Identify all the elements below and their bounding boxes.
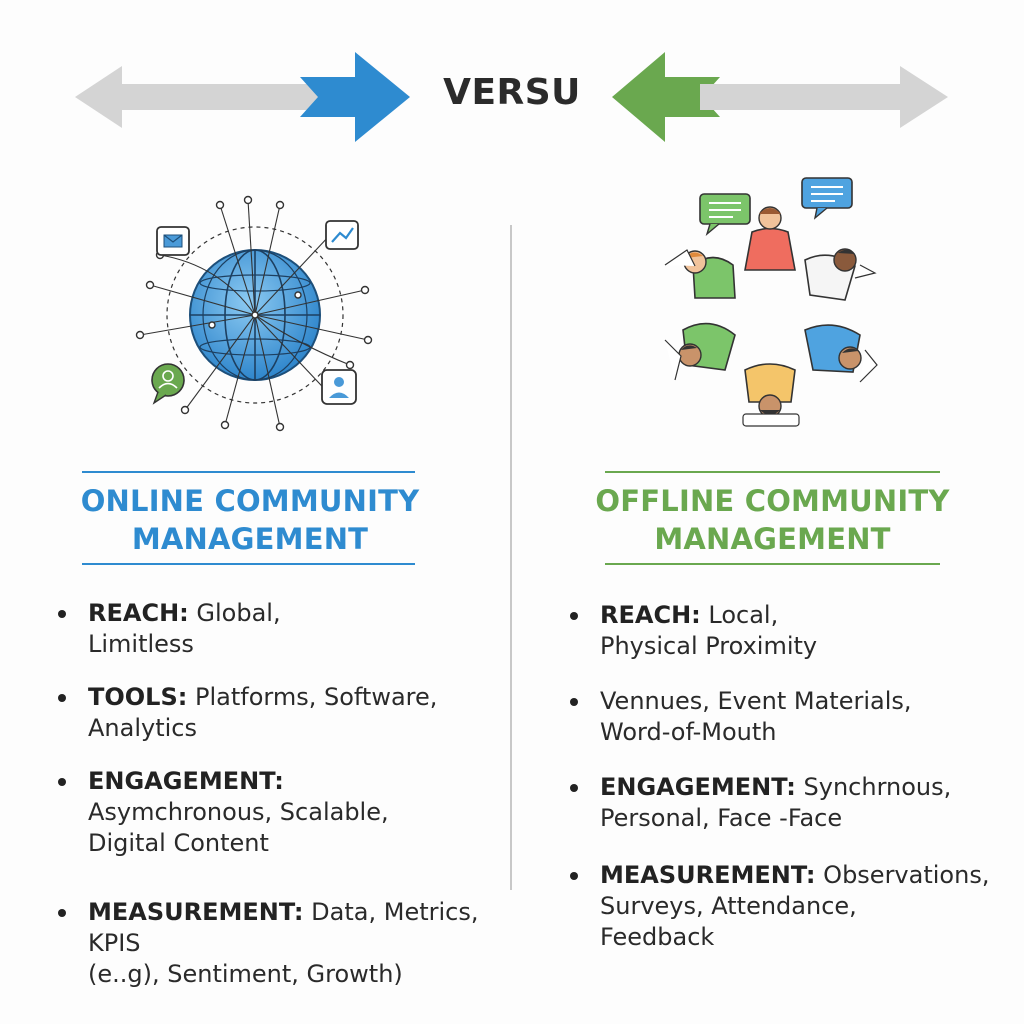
online-title: ONLINE COMMUNITY MANAGEMENT (60, 482, 440, 558)
offline-measurement-text-3: Feedback (600, 923, 715, 951)
globe-network-icon (135, 195, 373, 432)
list-item: ENGAGEMENT: Synchrnous, Personal, Face -… (570, 772, 1010, 834)
chart-icon (325, 220, 359, 250)
speech-bubble-icon (699, 193, 751, 237)
online-reach-label: REACH: (88, 599, 189, 627)
center-divider (510, 225, 512, 890)
people-circle-icon (664, 177, 878, 427)
offline-title-line2: MANAGEMENT (654, 522, 891, 556)
mail-icon (156, 226, 190, 256)
online-measurement-text: Data, Metrics, KPIS (88, 898, 479, 957)
online-measurement-label: MEASUREMENT: (88, 898, 304, 926)
offline-reach-text-2: Physical Proximity (600, 632, 818, 660)
online-measurement-text-2: (e..g), Sentiment, Growth) (88, 960, 403, 988)
online-title-rule-top (82, 471, 415, 473)
offline-reach-label: REACH: (600, 601, 701, 629)
header-arrows (75, 52, 948, 142)
list-item: TOOLS: Platforms, Software, Analytics (58, 682, 508, 744)
offline-list: REACH: Local, Physical Proximity Vennues… (570, 600, 1010, 953)
list-item: REACH: Global, Limitless (58, 598, 508, 660)
list-item: MEASUREMENT: Observations, Surveys, Atte… (570, 860, 1010, 953)
right-blue-arrow-icon (300, 52, 410, 142)
online-title-line2: MANAGEMENT (131, 522, 369, 556)
online-tools-label: TOOLS: (88, 683, 188, 711)
list-item: REACH: Local, Physical Proximity (570, 600, 1010, 662)
offline-venues-text-2: Word-of-Mouth (600, 718, 777, 746)
online-tools-text: Platforms, Software, (195, 683, 438, 711)
online-title-line1: ONLINE COMMUNITY (80, 484, 420, 518)
online-engagement-label: ENGAGEMENT: (88, 767, 284, 795)
versus-label: VERSU (443, 72, 581, 113)
offline-title: OFFLINE COMMUNITY MANAGEMENT (585, 482, 960, 558)
offline-engagement-text-2: Personal, Face -Face (600, 804, 843, 832)
left-green-arrow-icon (612, 52, 720, 142)
online-engagement-text-2: Asymchronous, Scalable, (88, 798, 389, 826)
right-gray-arrow-icon (700, 66, 948, 128)
offline-engagement-text: Synchrnous, (803, 773, 952, 801)
offline-title-line1: OFFLINE COMMUNITY (595, 484, 950, 518)
offline-venues-text: Vennues, Event Materials, (600, 687, 912, 715)
online-tools-text-2: Analytics (88, 714, 197, 742)
offline-title-rule-top (605, 471, 940, 473)
offline-reach-text: Local, (708, 601, 779, 629)
online-list: REACH: Global, Limitless TOOLS: Platform… (58, 598, 508, 990)
offline-engagement-label: ENGAGEMENT: (600, 773, 796, 801)
online-engagement-text-3: Digital Content (88, 829, 269, 857)
offline-measurement-text: Observations, (823, 861, 990, 889)
online-title-rule-bottom (82, 563, 415, 565)
speech-bubble-icon (801, 177, 853, 220)
offline-measurement-label: MEASUREMENT: (600, 861, 816, 889)
id-card-icon (321, 369, 357, 405)
offline-measurement-text-2: Surveys, Attendance, (600, 892, 857, 920)
online-reach-text: Global, (196, 599, 281, 627)
list-item: MEASUREMENT: Data, Metrics, KPIS (e..g),… (58, 897, 508, 990)
left-gray-arrow-icon (75, 66, 330, 128)
list-item: ENGAGEMENT: Asymchronous, Scalable, Digi… (58, 766, 508, 859)
list-item: Vennues, Event Materials, Word-of-Mouth (570, 686, 1010, 748)
offline-title-rule-bottom (605, 563, 940, 565)
online-reach-text-2: Limitless (88, 630, 194, 658)
chat-user-icon (151, 363, 185, 405)
